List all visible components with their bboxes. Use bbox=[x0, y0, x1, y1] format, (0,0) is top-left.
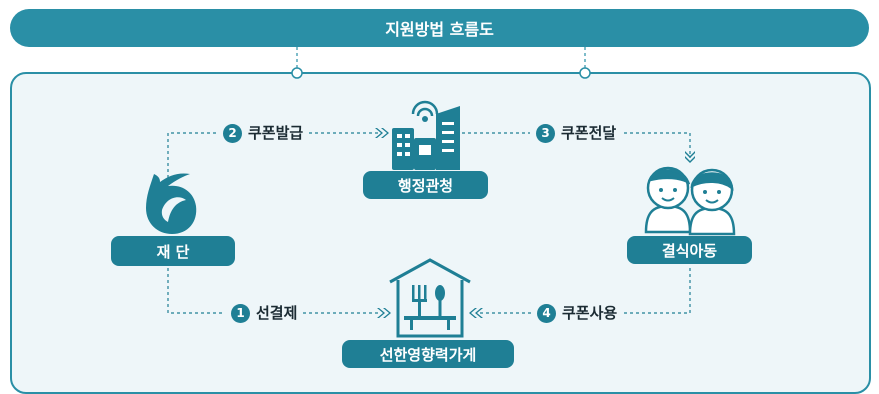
node-children: 결식아동 bbox=[627, 236, 752, 264]
arrow-right-icon bbox=[377, 308, 391, 318]
step-number-badge: 1 bbox=[231, 304, 250, 323]
arrow-left-icon bbox=[469, 308, 483, 318]
step-number-badge: 4 bbox=[537, 304, 556, 323]
step-number-badge: 2 bbox=[223, 124, 242, 143]
node-store: 선한영향력가게 bbox=[342, 340, 514, 368]
node-foundation: 재 단 bbox=[111, 236, 235, 266]
step-number-badge: 3 bbox=[536, 124, 555, 143]
arrow-right-icon bbox=[375, 128, 389, 138]
node-government: 행정관청 bbox=[363, 171, 488, 199]
arrow-down-icon bbox=[685, 151, 695, 163]
diagram-title: 지원방법 흐름도 bbox=[10, 9, 869, 47]
